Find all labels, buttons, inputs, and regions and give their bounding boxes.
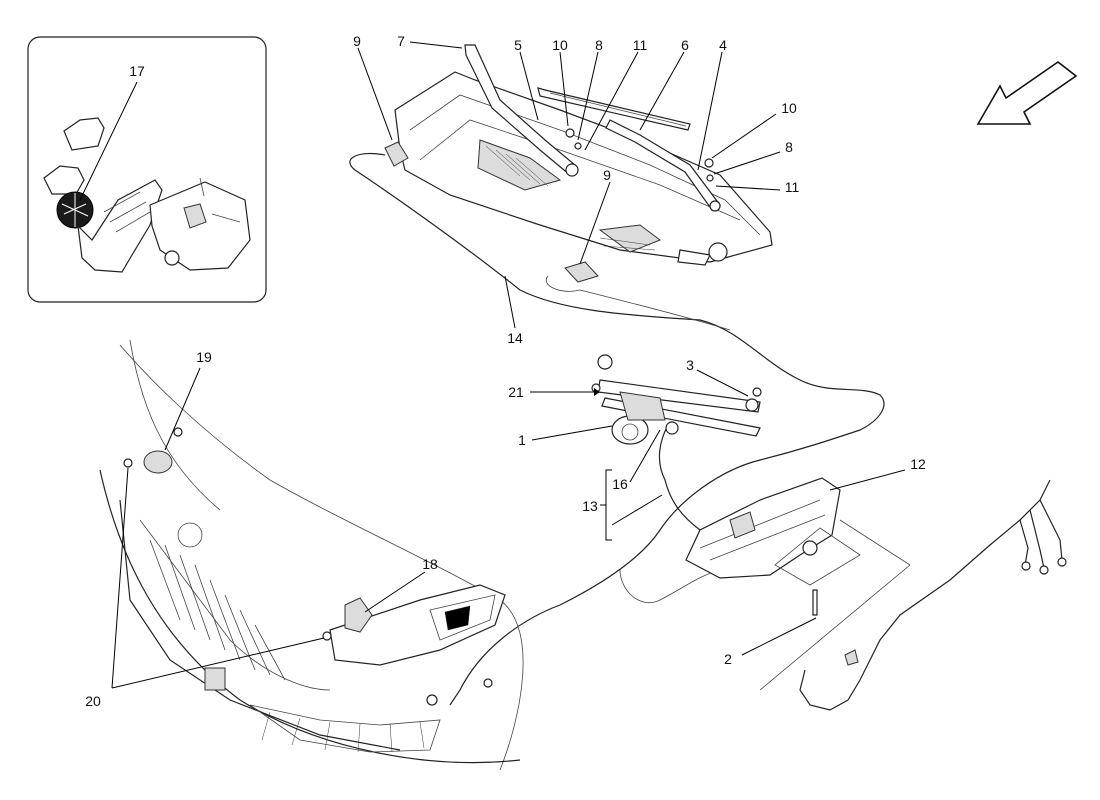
leader-2 (741, 617, 817, 656)
label-12: 12 (910, 456, 926, 472)
cowl-panel (394, 71, 773, 266)
wiper-motor (611, 391, 666, 445)
wiper-arm-right (605, 119, 721, 212)
inset-detail: 17 (27, 36, 267, 303)
label-3: 3 (686, 357, 694, 373)
label-5: 5 (514, 37, 522, 53)
filler-hose (658, 424, 701, 531)
label-16: 16 (612, 476, 628, 492)
label-6: 6 (681, 37, 689, 53)
label-20: 20 (85, 693, 101, 709)
leader-4 (697, 51, 723, 171)
leader-19 (164, 367, 201, 451)
leader-8a (577, 51, 599, 141)
inset-seal (43, 165, 85, 195)
leader-11a (584, 51, 639, 151)
leader-1 (531, 425, 613, 441)
inset-frame (27, 36, 267, 303)
screw-20a (123, 458, 133, 468)
label-4: 4 (719, 37, 727, 53)
leader-5 (519, 51, 539, 121)
leader-20b (111, 637, 325, 689)
leader-17 (79, 81, 138, 201)
label-19: 19 (196, 349, 212, 365)
leader-10a (559, 51, 569, 127)
screw-20b (322, 631, 332, 641)
connector (426, 694, 438, 706)
washer-nozzle-right (564, 261, 599, 283)
leader-9b (579, 181, 611, 265)
arrow-down-left-icon (976, 61, 1078, 125)
label-9a: 9 (353, 33, 361, 49)
leader-3 (696, 369, 749, 397)
label-11a: 11 (633, 37, 648, 53)
leader-9a (357, 47, 393, 141)
washer-8a (574, 142, 582, 150)
label-9b: 9 (603, 167, 611, 183)
leader-10b (711, 113, 777, 159)
label-18: 18 (422, 556, 438, 572)
leader-13 (611, 494, 663, 526)
clip (483, 678, 493, 688)
inset-cap-cover (63, 117, 105, 151)
horn (143, 427, 183, 474)
label-11b: 11 (785, 179, 800, 195)
headlight-washer-nozzle (344, 597, 373, 633)
washer-reservoir (685, 477, 861, 586)
wiring-harness (799, 479, 1067, 711)
leader-18 (364, 571, 426, 613)
wiper-blade (537, 87, 691, 131)
washer-8b (706, 174, 714, 182)
label-21: 21 (508, 384, 524, 400)
label-14: 14 (507, 330, 523, 346)
bracket-13 (600, 469, 612, 541)
car-front-body (99, 339, 524, 771)
leader-7 (409, 41, 463, 49)
label-1: 1 (518, 432, 526, 448)
leader-11b (715, 185, 781, 191)
leader-6 (639, 51, 685, 131)
inset-reservoir-body (77, 179, 163, 273)
label-10a: 10 (552, 37, 568, 53)
wiper-arm-left (464, 44, 579, 177)
washer-hose (349, 152, 885, 706)
label-8a: 8 (595, 37, 603, 53)
leader-12 (829, 469, 906, 491)
bolt-2 (812, 589, 818, 616)
label-2: 2 (724, 651, 732, 667)
label-13: 13 (582, 498, 598, 514)
nut-10b (704, 158, 714, 168)
label-10b: 10 (781, 100, 797, 116)
washer-nozzle-left (384, 141, 409, 167)
leader-20a (111, 467, 129, 689)
inset-pump-assembly (149, 181, 251, 271)
nut-10a (565, 128, 575, 138)
leader-8b (713, 151, 781, 175)
leader-14 (504, 275, 516, 329)
label-17: 17 (129, 63, 145, 79)
harness-guide-line (759, 519, 911, 691)
label-7: 7 (397, 33, 405, 49)
label-8b: 8 (785, 139, 793, 155)
leader-16 (629, 429, 661, 483)
